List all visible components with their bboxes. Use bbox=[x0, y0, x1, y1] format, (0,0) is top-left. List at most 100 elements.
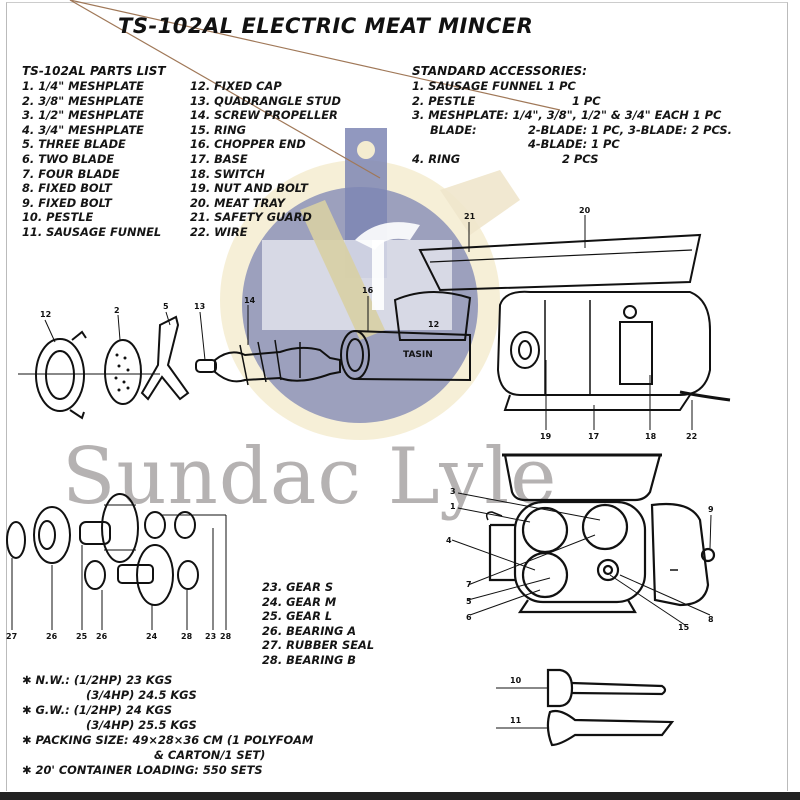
callout-label: 24 bbox=[146, 632, 158, 641]
part-item: 26. BEARING A bbox=[262, 623, 357, 638]
part-item: 21. SAFETY GUARD bbox=[190, 210, 312, 225]
part-item: 16. CHOPPER END bbox=[190, 137, 306, 152]
callout-label: 20 bbox=[579, 206, 591, 215]
part-item: 28. BEARING B bbox=[262, 652, 356, 667]
part-item: 11. SAUSAGE FUNNEL bbox=[22, 224, 162, 239]
spec-value: (3/4HP) 24.5 KGS bbox=[86, 688, 197, 702]
accessory-label: 3. MESHPLATE: bbox=[412, 108, 509, 123]
callout-label: 5 bbox=[466, 597, 472, 606]
part-item: 19. NUT AND BOLT bbox=[190, 181, 308, 196]
part-item: 6. TWO BLADE bbox=[22, 151, 115, 166]
watermark-text: Sundac Lyle bbox=[62, 432, 558, 522]
spec-value: 550 SETS bbox=[202, 763, 263, 777]
part-item: 8. FIXED BOLT bbox=[22, 181, 112, 196]
page-frame bbox=[6, 2, 788, 791]
part-item: 4. 3/4" MESHPLATE bbox=[22, 122, 144, 137]
spec-line: & CARTON/1 SET) bbox=[22, 748, 313, 763]
callout-label: 16 bbox=[362, 286, 374, 295]
callout-label: 1 bbox=[450, 502, 456, 511]
spec-label: G.W.: bbox=[35, 703, 70, 717]
callout-label: 3 bbox=[450, 487, 456, 496]
part-item: 3. 1/2" MESHPLATE bbox=[22, 108, 144, 123]
part-item: 5. THREE BLADE bbox=[22, 137, 126, 152]
part-item: 18. SWITCH bbox=[190, 166, 265, 181]
part-item: 1. 1/4" MESHPLATE bbox=[22, 79, 144, 93]
callout-label: 12 bbox=[428, 320, 440, 329]
accessory-value: 1/4", 3/8", 1/2" & 3/4" EACH 1 PC bbox=[512, 108, 722, 123]
part-item: 12. FIXED CAP bbox=[190, 79, 282, 93]
part-item: 25. GEAR L bbox=[262, 609, 333, 624]
accessory-value: 4-BLADE: 1 PC bbox=[528, 137, 620, 152]
spec-label: PACKING SIZE: bbox=[35, 733, 129, 747]
callout-label: 7 bbox=[466, 580, 472, 589]
part-item: 2. 3/8" MESHPLATE bbox=[22, 93, 144, 108]
asterisk-icon: ✱ bbox=[22, 703, 32, 717]
asterisk-icon: ✱ bbox=[22, 673, 32, 687]
spec-label: 20' CONTAINER LOADING: bbox=[35, 763, 199, 777]
parts-list-column-1: 1. 1/4" MESHPLATE 2. 3/8" MESHPLATE 3. 1… bbox=[22, 79, 161, 240]
spec-line: ✱ G.W.: (1/2HP) 24 KGS bbox=[22, 703, 313, 718]
accessory-label: BLADE: bbox=[430, 122, 477, 137]
accessory-line: 1. SAUSAGE FUNNEL 1 PC bbox=[412, 79, 792, 94]
accessories-list: 1. SAUSAGE FUNNEL 1 PC 2. PESTLE 1 PC 3.… bbox=[412, 79, 792, 167]
spec-value: (1/2HP) 24 KGS bbox=[73, 703, 173, 717]
part-item: 27. RUBBER SEAL bbox=[262, 638, 375, 653]
spec-value: (3/4HP) 25.5 KGS bbox=[86, 718, 197, 732]
part-item: 20. MEAT TRAY bbox=[190, 195, 286, 210]
callout-label: 14 bbox=[244, 296, 256, 305]
spec-value: (1/2HP) 23 KGS bbox=[73, 673, 173, 687]
specifications: ✱ N.W.: (1/2HP) 23 KGS (3/4HP) 24.5 KGS … bbox=[22, 673, 313, 778]
callout-label: 15 bbox=[678, 623, 690, 632]
callout-label: 28 bbox=[220, 632, 232, 641]
part-item: 24. GEAR M bbox=[262, 594, 337, 609]
spec-line: (3/4HP) 24.5 KGS bbox=[22, 688, 313, 703]
callout-label: 28 bbox=[181, 632, 193, 641]
accessory-value: 1 PC bbox=[572, 93, 601, 108]
callout-label: 19 bbox=[540, 432, 552, 441]
parts-list-column-3: 23. GEAR S 24. GEAR M 25. GEAR L 26. BEA… bbox=[262, 580, 374, 668]
callout-label: 4 bbox=[446, 536, 452, 545]
accessory-line: BLADE: 2-BLADE: 1 PC, 3-BLADE: 2 PCS. bbox=[412, 123, 792, 138]
accessory-value: 1 PC bbox=[547, 79, 576, 93]
callout-label: 25 bbox=[76, 632, 88, 641]
callout-label: 5 bbox=[163, 302, 169, 311]
callout-label: 13 bbox=[194, 302, 206, 311]
asterisk-icon: ✱ bbox=[22, 763, 32, 777]
part-item: 22. WIRE bbox=[190, 224, 248, 239]
spec-value: 49×28×36 CM (1 POLYFOAM bbox=[132, 733, 314, 747]
accessory-line: 3. MESHPLATE: 1/4", 3/8", 1/2" & 3/4" EA… bbox=[412, 108, 792, 123]
callout-label: 18 bbox=[645, 432, 657, 441]
callout-label: 22 bbox=[686, 432, 698, 441]
accessories-heading: STANDARD ACCESSORIES: bbox=[412, 64, 587, 78]
part-item: 10. PESTLE bbox=[22, 210, 94, 225]
parts-list-column-2: 12. FIXED CAP 13. QUADRANGLE STUD 14. SC… bbox=[190, 79, 341, 240]
spec-line: ✱ N.W.: (1/2HP) 23 KGS bbox=[22, 673, 313, 688]
bottom-border bbox=[0, 792, 800, 800]
accessory-line: 4. RING 2 PCS bbox=[412, 152, 792, 167]
callout-label: 8 bbox=[708, 615, 714, 624]
part-item: 17. BASE bbox=[190, 151, 248, 166]
callout-label: 17 bbox=[588, 432, 600, 441]
asterisk-icon: ✱ bbox=[22, 733, 32, 747]
callout-label: 27 bbox=[6, 632, 18, 641]
callout-label: 10 bbox=[510, 676, 522, 685]
part-item: 9. FIXED BOLT bbox=[22, 195, 112, 210]
callout-label: 9 bbox=[708, 505, 714, 514]
callout-label: 2 bbox=[114, 306, 120, 315]
callout-label: 23 bbox=[205, 632, 217, 641]
spec-line: (3/4HP) 25.5 KGS bbox=[22, 718, 313, 733]
accessory-label: 1. SAUSAGE FUNNEL bbox=[412, 79, 544, 93]
spec-line: ✱ 20' CONTAINER LOADING: 550 SETS bbox=[22, 763, 313, 778]
parts-list-heading: TS-102AL PARTS LIST bbox=[22, 64, 166, 78]
callout-label: 26 bbox=[96, 632, 108, 641]
accessory-value: 2 PCS bbox=[562, 151, 599, 166]
page-title: TS-102AL ELECTRIC MEAT MINCER bbox=[118, 14, 534, 38]
brand-label: TASIN bbox=[403, 350, 433, 360]
callout-label: 6 bbox=[466, 613, 472, 622]
part-item: 7. FOUR BLADE bbox=[22, 166, 120, 181]
